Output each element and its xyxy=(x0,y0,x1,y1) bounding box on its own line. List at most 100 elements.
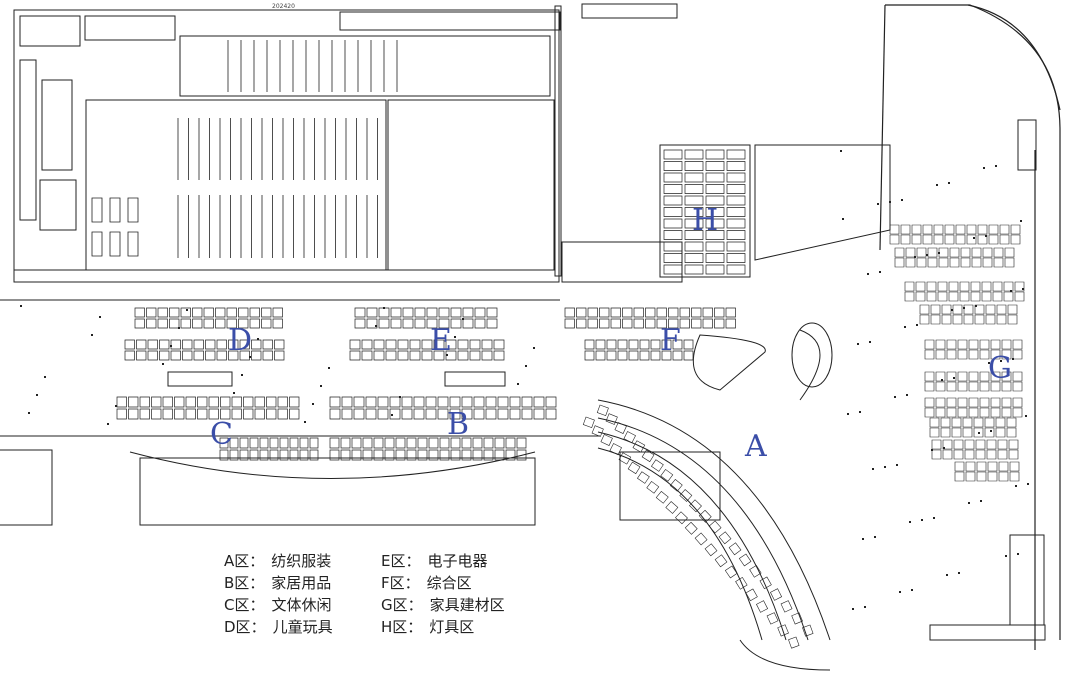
stall-cell xyxy=(925,340,934,349)
stall-cell xyxy=(506,438,515,448)
stall-cell xyxy=(290,397,300,407)
stall-cell xyxy=(670,479,682,491)
stall-cell xyxy=(1013,372,1022,381)
stall-cell xyxy=(290,450,298,460)
column-dot xyxy=(454,336,456,338)
stall-cell xyxy=(451,438,460,448)
stall-cell xyxy=(706,231,724,240)
stall-cell xyxy=(936,398,945,407)
stall-cell xyxy=(193,308,203,317)
stall-cell xyxy=(239,308,249,317)
stall-cell xyxy=(955,472,964,481)
stall-cell xyxy=(300,450,308,460)
stall-cell xyxy=(646,308,656,317)
column-dot xyxy=(916,324,918,326)
stall-cell xyxy=(367,319,377,328)
stall-cell xyxy=(170,319,180,328)
stall-cell xyxy=(941,418,950,427)
stall-cell xyxy=(244,397,254,407)
stall-cell xyxy=(976,450,985,459)
stall-cell xyxy=(342,409,352,419)
column-dot xyxy=(980,500,982,502)
column-dot xyxy=(178,327,180,329)
column-dot xyxy=(911,589,913,591)
stall-cell xyxy=(651,340,660,349)
stall-cell xyxy=(366,397,376,407)
stall-cell xyxy=(181,319,191,328)
stall-cell xyxy=(510,397,520,407)
stall-cell xyxy=(986,305,995,314)
stall-cell xyxy=(350,351,360,360)
stall-cell xyxy=(954,450,963,459)
warehouse-racks xyxy=(92,40,397,258)
stall-cell xyxy=(947,372,956,381)
stall-cell xyxy=(936,340,945,349)
column-dot xyxy=(973,237,975,239)
stall-cell xyxy=(950,248,959,257)
stall-cell xyxy=(1002,372,1011,381)
stall-cell xyxy=(685,522,697,534)
stall-cell xyxy=(664,173,682,182)
column-dot xyxy=(375,325,377,327)
stall-cell xyxy=(685,208,703,217)
stall-cell xyxy=(450,409,460,419)
stall-cell xyxy=(217,351,227,360)
column-dot xyxy=(953,377,955,379)
stall-cell xyxy=(901,225,910,234)
north-annex xyxy=(340,4,677,276)
stall-cell xyxy=(947,382,956,391)
stall-cell xyxy=(664,196,682,205)
stall-cell xyxy=(585,340,594,349)
stall-cell xyxy=(391,308,401,317)
stall-cell xyxy=(517,438,526,448)
stall-cell xyxy=(463,308,473,317)
stall-cell xyxy=(964,305,973,314)
column-dot xyxy=(233,392,235,394)
column-dot xyxy=(1012,358,1014,360)
stall-cell xyxy=(137,340,147,349)
stall-cell xyxy=(920,315,929,324)
stall-cell xyxy=(158,308,168,317)
stall-cell xyxy=(117,397,127,407)
stall-cell xyxy=(778,625,789,636)
stall-cell xyxy=(997,315,1006,324)
column-dot xyxy=(1022,288,1024,290)
stall-cell xyxy=(727,196,745,205)
column-dot xyxy=(862,538,864,540)
stall-cell xyxy=(980,408,989,417)
stall-cell xyxy=(129,397,139,407)
legend-item-c: C区：文体休闲 xyxy=(224,596,332,614)
stall-cell xyxy=(227,319,237,328)
legend-code: A区 xyxy=(224,552,250,570)
stall-cell xyxy=(662,351,671,360)
stall-cell xyxy=(664,265,682,274)
stall-cell xyxy=(965,450,974,459)
stall-cell xyxy=(175,409,185,419)
stall-cell xyxy=(963,418,972,427)
stall-cell xyxy=(978,235,987,244)
stall-cell xyxy=(917,248,926,257)
stall-cell xyxy=(664,208,682,217)
stall-cell xyxy=(220,450,228,460)
stall-cell xyxy=(689,500,701,512)
legend-desc: 文体休闲 xyxy=(271,596,332,614)
stall-cell xyxy=(1011,235,1020,244)
column-dot xyxy=(249,356,251,358)
stall-cell xyxy=(692,308,702,317)
stall-cell xyxy=(330,450,339,460)
stall-cell xyxy=(273,319,283,328)
stall-cell xyxy=(418,450,427,460)
column-dot xyxy=(926,254,928,256)
stall-cell xyxy=(628,462,640,474)
stall-cell xyxy=(974,418,983,427)
stall-cell xyxy=(534,409,544,419)
stall-cell xyxy=(991,398,1000,407)
column-dot xyxy=(867,273,869,275)
stall-cell xyxy=(969,398,978,407)
stall-cell xyxy=(588,319,598,328)
shelf-unit xyxy=(110,232,120,256)
stall-cell xyxy=(939,258,948,267)
legend-item-d: D区：儿童玩具 xyxy=(224,618,333,636)
stall-cell xyxy=(890,225,899,234)
stall-cell xyxy=(974,428,983,437)
